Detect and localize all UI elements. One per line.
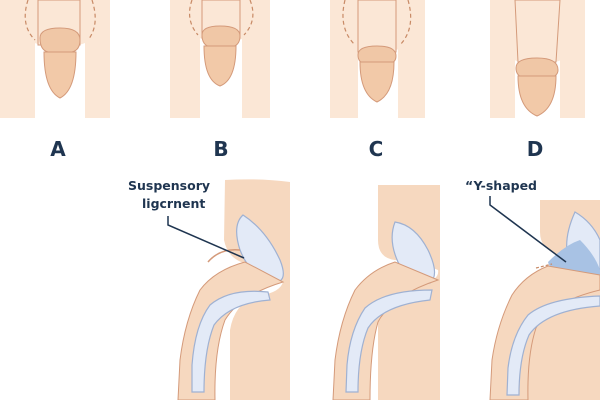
- glans-c: [359, 61, 395, 103]
- front-view-a: [0, 0, 110, 118]
- corpora-d: [506, 295, 600, 396]
- callout-suspensory-line2: ligcrnent: [142, 196, 205, 211]
- dashed-junction-d: [535, 263, 553, 269]
- scrotum-a: [39, 27, 81, 53]
- glans-d: [517, 75, 557, 117]
- panel-label-c: C: [369, 137, 384, 161]
- scrotum-b: [201, 25, 241, 48]
- side-view-d: [489, 200, 600, 400]
- panel-label-d: D: [527, 137, 544, 161]
- callout-line-suspensory: [167, 216, 245, 259]
- side-view-b: [177, 179, 290, 400]
- front-view-b: [170, 0, 270, 118]
- panel-label-b: B: [213, 137, 228, 161]
- callout-y-shaped: “Y-shaped: [465, 178, 537, 193]
- dashed-outline-c: [342, 0, 412, 46]
- dashed-outline-b: [188, 0, 254, 36]
- front-view-d: [490, 0, 585, 118]
- side-view-c: [332, 185, 440, 400]
- scrotum-c: [357, 45, 397, 65]
- shaft-d: [514, 0, 561, 63]
- ligament-b: [207, 249, 241, 263]
- glans-a: [43, 51, 77, 99]
- front-view-c: [330, 0, 425, 118]
- corpora-c: [345, 289, 433, 393]
- panel-label-a: A: [50, 137, 66, 161]
- shaft-c: [357, 0, 397, 53]
- dashed-outline-a: [24, 0, 96, 41]
- callout-line-y-shaped: [489, 196, 567, 263]
- callout-suspensory-line1: Suspensory: [128, 178, 210, 193]
- glans-b: [203, 45, 237, 87]
- scrotum-d: [515, 57, 559, 79]
- corpora-b: [191, 290, 271, 393]
